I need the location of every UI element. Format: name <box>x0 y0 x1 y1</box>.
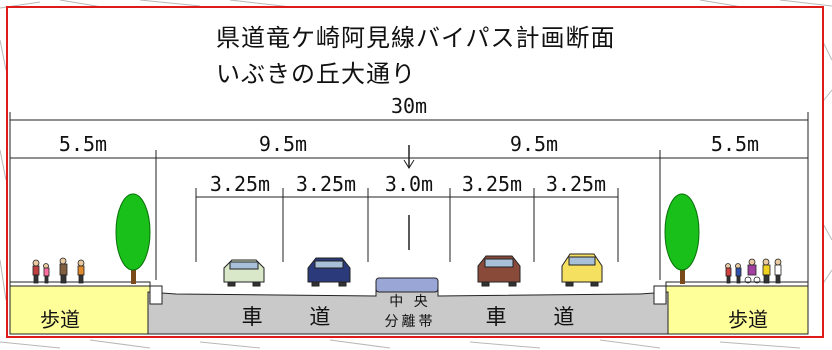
sidewalk-left <box>9 285 151 335</box>
dim-lane-1: 3.25m <box>209 172 271 196</box>
median-island <box>375 277 439 293</box>
car-3 <box>477 255 521 287</box>
dim-median: 3.0m <box>384 172 434 196</box>
pedestrians-left <box>32 257 85 284</box>
tree-right <box>664 193 700 284</box>
dim-lane-3: 3.25m <box>461 172 523 196</box>
diagram-frame <box>6 6 824 338</box>
curb-left <box>149 285 163 305</box>
diagram-subtitle: いぶきの丘大通り <box>216 60 416 88</box>
label-roadway-left: 車 道 <box>241 305 351 329</box>
pedestrians-right <box>725 258 782 284</box>
label-roadway-right: 車 道 <box>485 305 595 329</box>
car-1 <box>223 259 265 287</box>
dim-roadway-left: 9.5m <box>258 132 308 156</box>
dim-sidewalk-left: 5.5m <box>58 132 108 156</box>
dim-lane-4: 3.25m <box>545 172 607 196</box>
curb-right <box>653 285 667 305</box>
label-sidewalk-right: 歩道 <box>728 307 768 332</box>
dim-roadway-right: 9.5m <box>509 132 559 156</box>
car-4 <box>561 253 603 287</box>
dim-lane-2: 3.25m <box>295 172 357 196</box>
label-sidewalk-left: 歩道 <box>40 307 80 332</box>
roadway <box>147 287 669 335</box>
label-median-line1: 中 央 <box>389 294 431 310</box>
tree-left <box>115 193 151 284</box>
diagram-title: 県道竜ケ崎阿見線バイパス計画断面 <box>216 24 616 52</box>
dim-sidewalk-right: 5.5m <box>710 132 760 156</box>
dim-total: 30m <box>390 94 428 118</box>
road-structure <box>9 277 809 335</box>
label-median-line2: 分離帯 <box>384 314 436 330</box>
car-2 <box>307 257 351 287</box>
